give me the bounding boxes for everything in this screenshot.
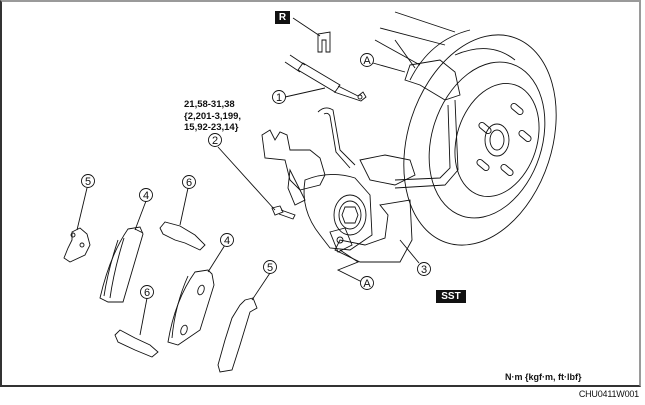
parking-brake-cable [284, 54, 367, 102]
torque-line-2: {2,201-3,199, [184, 110, 242, 122]
callout-4-left: 4 [139, 188, 153, 202]
hub-center [484, 123, 510, 157]
svg-text:4: 4 [143, 190, 149, 202]
units-legend: N·m {kgf·m, ft·lbf} [505, 372, 582, 382]
callout-3: 3 [417, 262, 431, 276]
callout-5-right: 5 [263, 260, 277, 274]
wheel-stud [476, 158, 490, 172]
callout-A-upper: A [360, 53, 374, 67]
caliper [261, 129, 416, 263]
retaining-clip [292, 17, 331, 53]
svg-text:5: 5 [85, 176, 91, 188]
leader-lines [76, 62, 420, 336]
callout-A-lower: A [360, 276, 374, 290]
special-service-tool-tag: SST [436, 290, 466, 303]
shim-right [217, 297, 258, 373]
torque-specification: 21,58-31,38{2,201-3,199,15,92-23,14} [184, 99, 241, 134]
replace-part-tag: R [275, 11, 290, 24]
svg-text:6: 6 [186, 177, 192, 189]
svg-text:A: A [363, 278, 371, 290]
callout-6-upper: 6 [182, 175, 196, 189]
suspension-arms [374, 11, 461, 189]
callouts: 1 2 3 4 4 5 5 6 6 A A [81, 53, 431, 299]
svg-text:1: 1 [276, 92, 282, 104]
svg-text:A: A [363, 55, 371, 67]
wheel-stud [510, 102, 524, 116]
pad-clip-lower [114, 329, 159, 358]
callout-6-lower: 6 [140, 285, 154, 299]
reference-code: CHU0411W001 [578, 389, 639, 399]
brake-pad-outer [99, 226, 144, 303]
svg-text:2: 2 [212, 135, 218, 147]
svg-text:3: 3 [421, 264, 427, 276]
torque-line-3: 15,92-23,14} [184, 122, 239, 133]
caliper-bolt [271, 205, 296, 220]
callout-5-left: 5 [81, 174, 95, 188]
wheel-stud [478, 121, 492, 135]
callout-2: 2 [208, 133, 222, 147]
shim-left [63, 227, 91, 263]
brake-pad-inner [167, 269, 215, 346]
torque-line-1: 21,58-31,38 [184, 99, 235, 110]
wheel-stud [518, 129, 532, 143]
wheel-stud [500, 163, 514, 177]
diagram-frame [0, 0, 641, 387]
callout-4-right: 4 [220, 233, 234, 247]
pad-clip-upper [159, 221, 206, 251]
svg-text:4: 4 [224, 235, 230, 247]
brake-disc [403, 29, 557, 246]
brake-hose [317, 107, 356, 169]
callout-1: 1 [272, 90, 286, 104]
svg-text:6: 6 [144, 287, 150, 299]
svg-text:5: 5 [267, 262, 273, 274]
